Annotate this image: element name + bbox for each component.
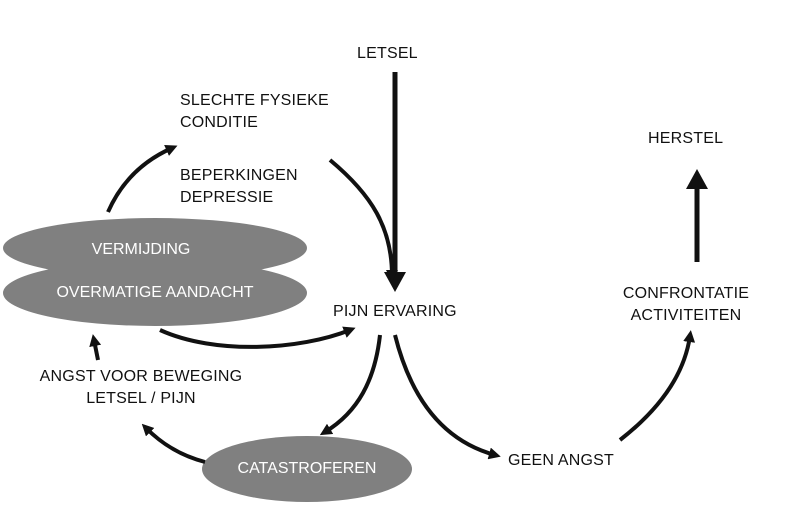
node-herstel: HERSTEL (648, 130, 724, 147)
node-vermijding: VERMIJDING (91, 241, 191, 258)
node-overmatige-aandacht: OVERMATIGE AANDACHT (56, 284, 254, 301)
node-slechte-conditie-line2: CONDITIE (180, 114, 259, 131)
catastroferen-ellipse (202, 436, 412, 502)
node-confrontatie-line1: CONFRONTATIE (622, 285, 750, 302)
node-confrontatie-line2: ACTIVITEITEN (630, 307, 742, 324)
node-beperkingen-line1: BEPERKINGEN (180, 167, 298, 184)
arrow-overmatige-to-pijn (159, 326, 356, 349)
node-confrontatie: CONFRONTATIE ACTIVITEITEN (606, 283, 766, 327)
node-slechte-conditie: SLECHTE FYSIEKE CONDITIE (180, 90, 329, 134)
node-geen-angst: GEEN ANGST (508, 452, 615, 469)
node-angst: ANGST VOOR BEWEGING LETSEL / PIJN (10, 366, 272, 410)
overmatige-aandacht-ellipse (3, 260, 307, 326)
arrow-pijn-to-catastroferen (319, 334, 382, 436)
node-catastroferen: CATASTROFEREN (237, 460, 377, 477)
arrow-catastroferen-to-angst (141, 423, 206, 464)
vermijding-ellipse (3, 218, 307, 278)
node-beperkingen: BEPERKINGEN DEPRESSIE (180, 165, 298, 209)
arrow-vermijding-to-conditie (106, 144, 178, 213)
arrow-angst-to-overmatige (89, 334, 102, 361)
node-pijn-ervaring: PIJN ERVARING (333, 303, 457, 320)
node-angst-line2: LETSEL / PIJN (86, 390, 196, 407)
node-angst-line1: ANGST VOOR BEWEGING (39, 368, 243, 385)
arrow-pijn-to-geen-angst (393, 334, 501, 460)
node-slechte-conditie-line1: SLECHTE FYSIEKE (180, 92, 329, 109)
node-beperkingen-line2: DEPRESSIE (180, 189, 274, 206)
arrow-geen-angst-to-confrontatie (618, 330, 696, 442)
arrow-beperkingen-to-pijn (328, 158, 398, 282)
node-letsel: LETSEL (357, 45, 418, 62)
